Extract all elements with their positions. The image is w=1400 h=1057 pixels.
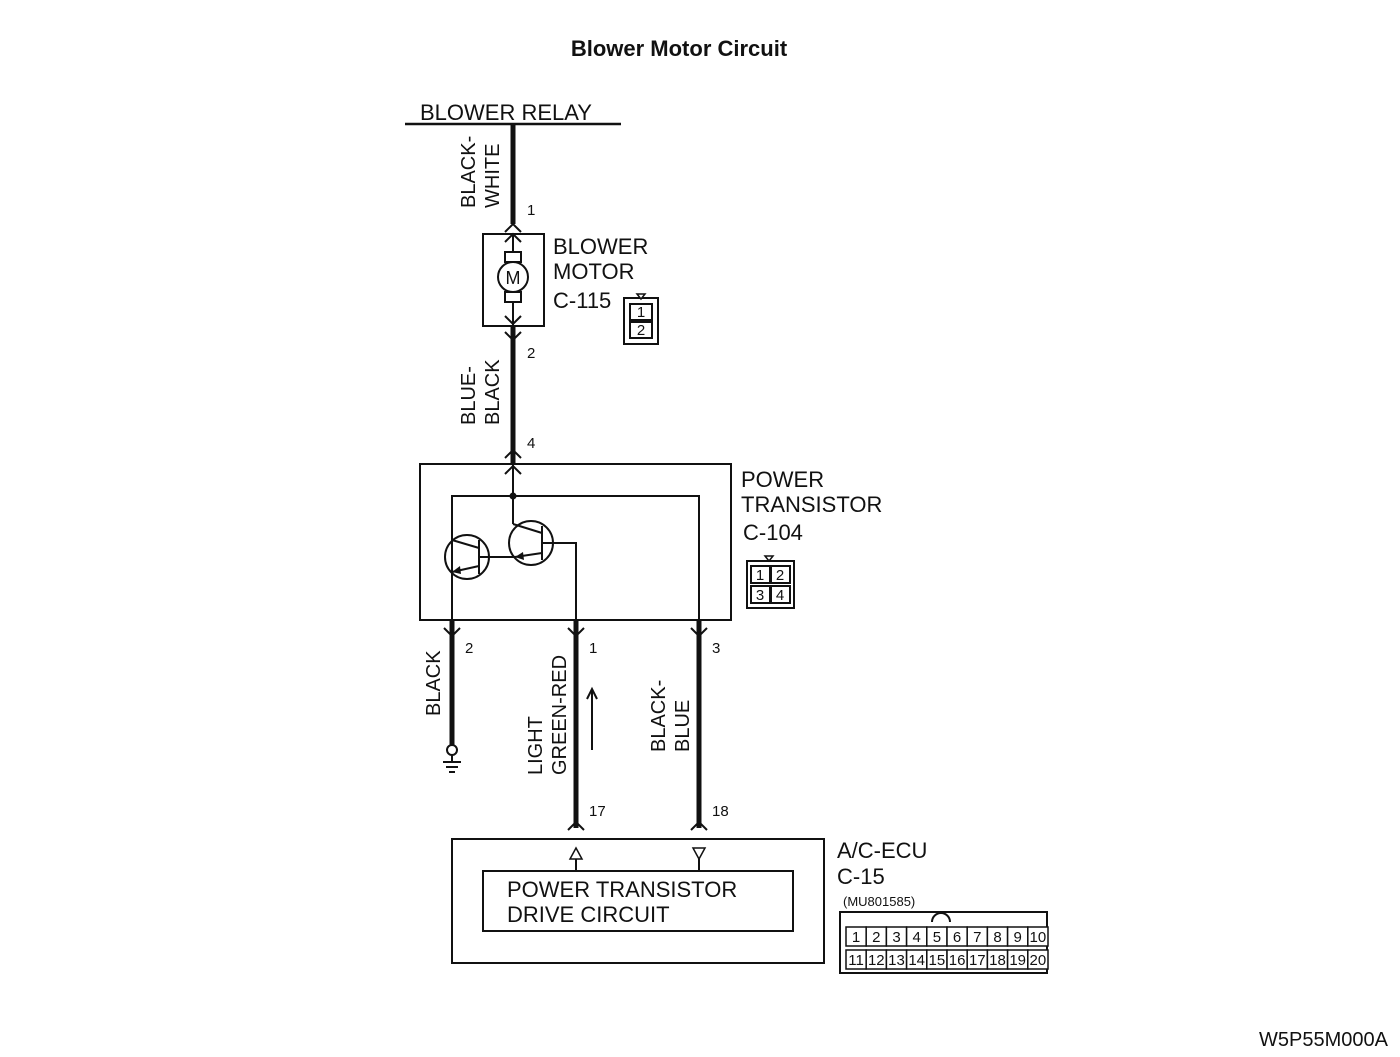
ecu-connector-pin: 5 [933, 929, 941, 946]
ecu-connector-pin: 11 [848, 952, 864, 969]
motor-pin-1: 1 [527, 202, 535, 219]
connector-mark-motor-inner-bottom [504, 315, 522, 326]
transistor-pin-2: 2 [465, 640, 473, 657]
ecu-connector-pin: 9 [1014, 929, 1022, 946]
ecu-connector-cell [1027, 949, 1049, 970]
transistor-connector-cell-4 [770, 585, 791, 604]
transistor-connector-id: C-104 [743, 520, 803, 545]
ecu-connector-pin: 18 [989, 952, 1006, 969]
ecu-connector-pin: 10 [1030, 929, 1047, 946]
ecu-connector-latch [931, 912, 951, 923]
wire-label-black: BLACK [423, 650, 445, 716]
wire-label-black-white-2: WHITE [482, 144, 504, 208]
ecu-name: A/C-ECU [837, 838, 927, 863]
ecu-pin-17: 17 [589, 803, 606, 820]
transistor-2-base-lead [542, 542, 577, 620]
motor-connector-pin-1: 1 [637, 304, 645, 321]
motor-connector-key [635, 293, 647, 301]
transistor-1-collector [451, 539, 480, 549]
transistor-1-emitter-arrow [452, 566, 461, 574]
ecu-connector-pin: 20 [1030, 952, 1047, 969]
ecu-connector-id: C-15 [837, 864, 885, 889]
ecu-connector-pin: 16 [949, 952, 966, 969]
ecu-connector-pin: 15 [929, 952, 946, 969]
wire-label-green-red: GREEN-RED [549, 655, 571, 775]
transistor-connector-pin-2: 2 [776, 567, 784, 584]
transistor-connector-cell-2 [770, 565, 791, 584]
ecu-connector-pin: 7 [973, 929, 981, 946]
motor-symbol: M [506, 268, 521, 288]
ecu-part-number: (MU801585) [843, 894, 915, 909]
ecu-input-arrow-icon [691, 847, 707, 861]
ecu-connector-pin: 4 [913, 929, 921, 946]
transistor-2-collector [512, 523, 543, 534]
wire-label-black-blue-2: BLUE [672, 700, 694, 752]
transistor-connector-face: 1 2 3 4 [746, 555, 795, 609]
ecu-connector-pin: 14 [908, 952, 925, 969]
ecu-connector-pin: 17 [969, 952, 986, 969]
ground-terminal [446, 744, 458, 756]
wire-label-blue-black-2: BLACK [482, 359, 504, 425]
drive-circuit-label-1: POWER TRANSISTOR [507, 877, 737, 902]
wire-label-black-white-1: BLACK- [458, 136, 480, 208]
motor-connector-cell-1 [629, 303, 653, 321]
drive-circuit-box [482, 870, 794, 932]
transistor-connector-pin-4: 4 [776, 587, 784, 604]
diagram-title: Blower Motor Circuit [571, 36, 788, 61]
transistor-internal-loop [451, 495, 700, 620]
motor-connector-id: C-115 [553, 288, 611, 313]
connector-mark-ecu-17 [567, 820, 585, 831]
transistor-connector-outline [746, 560, 795, 609]
motor-connector-pin-2: 2 [637, 322, 645, 339]
ecu-connector-pin: 8 [993, 929, 1001, 946]
motor-name-1: BLOWER [553, 234, 648, 259]
transistor-pin-1: 1 [589, 640, 597, 657]
current-direction-arrow-icon [586, 686, 598, 750]
transistor-name-1: POWER [741, 467, 824, 492]
connector-mark-transistor-inner-top [504, 464, 522, 475]
ecu-connector-pin: 1 [852, 929, 860, 946]
ecu-connector-pin: 3 [892, 929, 900, 946]
transistor-name-2: TRANSISTOR [741, 492, 882, 517]
connector-mark-ecu-18 [690, 820, 708, 831]
ecu-connector-cell [1027, 926, 1049, 947]
transistor-icon [479, 520, 577, 620]
motor-connector-face: 1 2 [623, 293, 659, 345]
transistor-connector-pin-3: 3 [756, 587, 764, 604]
wire-label-light: LIGHT [525, 716, 547, 775]
ecu-connector-pin: 13 [888, 952, 905, 969]
figure-code: W5P55M000A [1259, 1029, 1389, 1051]
ecu-pin-18: 18 [712, 803, 729, 820]
transistor-connector-pin-1: 1 [756, 567, 764, 584]
ecu-connector-pin: 2 [872, 929, 880, 946]
connector-mark-motor-inner-top [504, 232, 522, 243]
transistor-2-emitter-arrow [515, 552, 524, 560]
wire-label-black-blue-1: BLACK- [648, 680, 670, 752]
connector-mark-motor-top [504, 222, 522, 233]
transistor-pin-4: 4 [527, 435, 535, 452]
transistor-connector-key [763, 555, 775, 563]
motor-connector-cell-2 [629, 321, 653, 339]
wire-label-blue-black-1: BLUE- [458, 366, 480, 425]
motor-pin-2: 2 [527, 345, 535, 362]
connector-mark-transistor-top [504, 448, 522, 459]
ground-icon [443, 744, 461, 773]
motor-name-2: MOTOR [553, 259, 634, 284]
ecu-connector-pin: 19 [1009, 952, 1026, 969]
blower-relay-label: BLOWER RELAY [420, 100, 592, 125]
current-arrow-head [586, 686, 598, 700]
drive-circuit-label-2: DRIVE CIRCUIT [507, 902, 670, 927]
ecu-connector-pin: 12 [868, 952, 885, 969]
ecu-connector-pin: 6 [953, 929, 961, 946]
transistor-pin-3: 3 [712, 640, 720, 657]
